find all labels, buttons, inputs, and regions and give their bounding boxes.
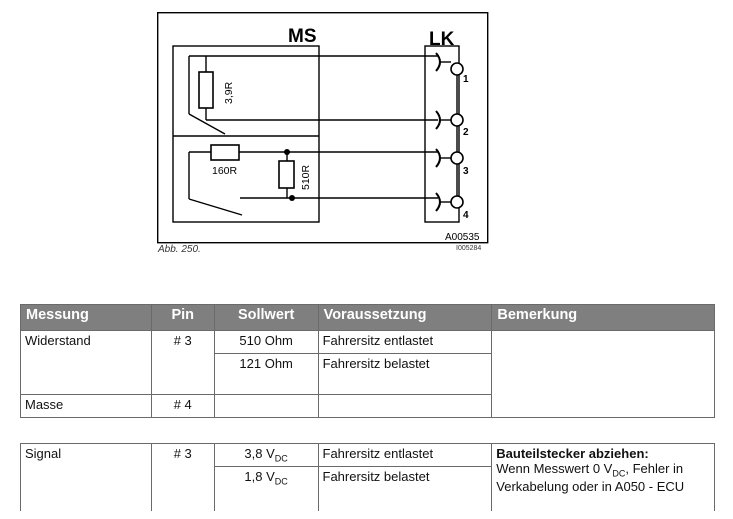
table-row: Signal # 3 3,8 VDC Fahrersitz entlastet … — [20, 443, 715, 511]
resistor-510r-label: 510R — [300, 164, 312, 190]
cell-value: 3,8 VDC — [213, 443, 319, 467]
resistor-3-9r — [198, 71, 214, 109]
cell-value: 121 Ohm — [213, 353, 319, 395]
cell-condition: Fahrersitz entlastet — [317, 330, 493, 354]
table-row: 1,8 VDC Fahrersitz belastet — [21, 466, 715, 511]
table-header-row: Messung Pin Sollwert Voraussetzung Bemer… — [20, 304, 715, 331]
cell-value: 1,8 VDC — [213, 466, 319, 511]
figure-caption: Abb. 250. — [158, 244, 201, 255]
table-row: 121 Ohm Fahrersitz belastet — [21, 353, 715, 395]
resistor-3-9r-label: 3,9R — [223, 81, 235, 104]
pin-label-4: 4 — [463, 210, 469, 221]
header-pin: Pin — [150, 304, 215, 331]
lk-label: LK — [429, 29, 455, 50]
cell-value: 510 Ohm — [213, 330, 319, 354]
remark-text: Wenn Messwert 0 VDC, Fehler in Verkabelu… — [496, 461, 685, 494]
cell-pin: # 3 — [150, 330, 215, 395]
resistor-160r — [210, 144, 240, 161]
cell-value — [213, 394, 319, 418]
header-measurement: Messung — [20, 304, 152, 331]
pin-label-1: 1 — [463, 74, 469, 85]
pin-label-3: 3 — [463, 166, 469, 177]
resistor-510r — [278, 160, 295, 189]
header-target-value: Sollwert — [213, 304, 319, 331]
table-row: Masse # 4 — [20, 394, 715, 418]
diagram-code: A00535 — [445, 232, 480, 243]
table-row: Widerstand # 3 510 Ohm Fahrersitz entlas… — [20, 330, 715, 418]
cell-condition: Fahrersitz entlastet — [317, 443, 493, 467]
cell-condition: Fahrersitz belastet — [317, 353, 493, 395]
cell-pin: # 4 — [150, 394, 215, 418]
resistor-160r-label: 160R — [212, 165, 238, 177]
ms-label: MS — [288, 26, 317, 47]
cell-remark — [491, 330, 715, 418]
cell-measurement: Widerstand — [20, 330, 152, 395]
figure-reference: I005284 — [456, 245, 482, 252]
remark-heading: Bauteilstecker abziehen: — [496, 446, 649, 461]
cell-measurement: Signal — [20, 443, 152, 511]
measurement-table-resistance: Messung Pin Sollwert Voraussetzung Bemer… — [20, 304, 715, 418]
cell-measurement: Masse — [20, 394, 152, 418]
cell-pin: # 3 — [150, 443, 215, 511]
wiring-diagram: MS LK 3,9R 160R 510R 1 2 3 4 A00535 — [157, 12, 489, 244]
cell-condition — [317, 394, 493, 418]
header-condition: Voraussetzung — [317, 304, 493, 331]
cell-condition: Fahrersitz belastet — [317, 466, 493, 511]
pin-label-2: 2 — [463, 127, 469, 138]
header-remark: Bemerkung — [491, 304, 715, 331]
measurement-table-signal: Signal # 3 3,8 VDC Fahrersitz entlastet … — [20, 443, 715, 511]
cell-remark: Bauteilstecker abziehen: Wenn Messwert 0… — [491, 443, 715, 511]
